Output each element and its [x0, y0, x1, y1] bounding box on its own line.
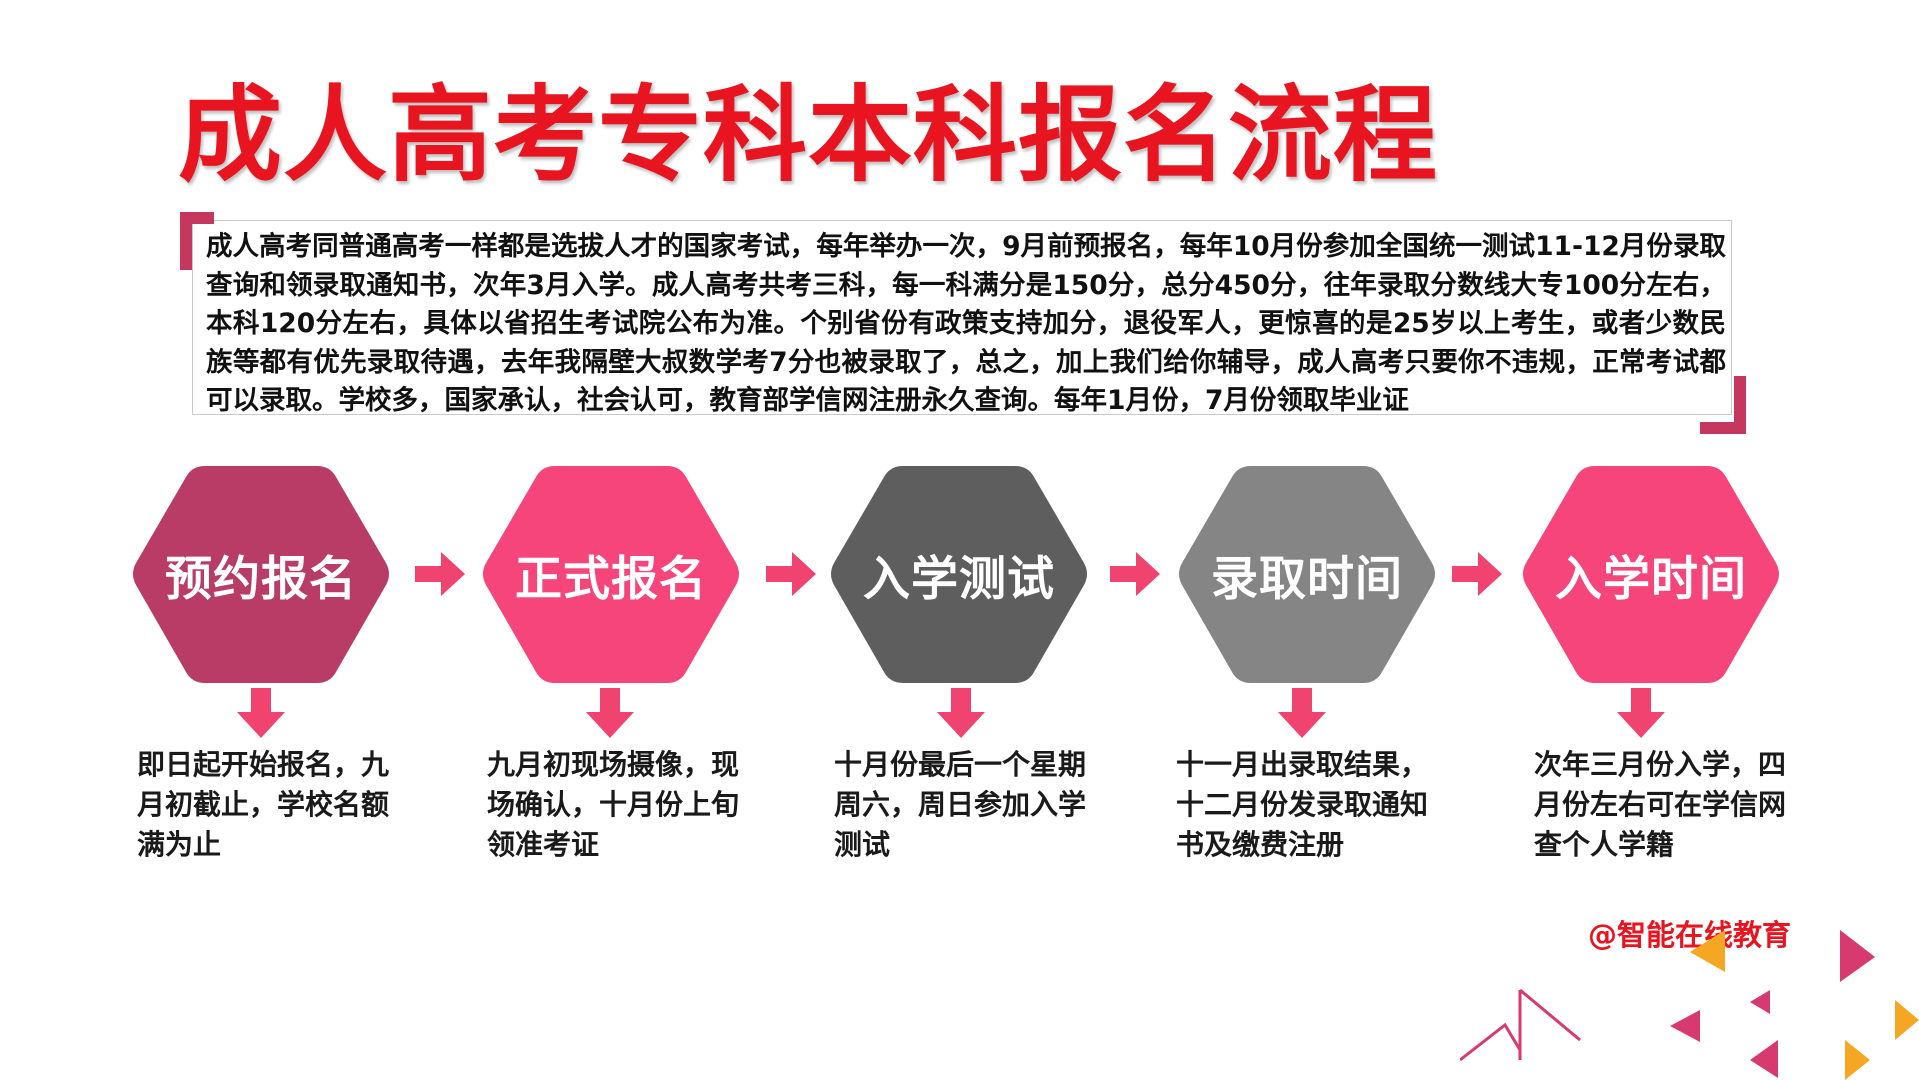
step-description: 次年三月份入学，四月份左右可在学信网查个人学籍 [1534, 748, 1787, 861]
arrow-down-icon [586, 688, 634, 738]
step-label: 预约报名 [165, 552, 357, 607]
corner-bracket-top-left [180, 212, 214, 270]
step-label: 正式报名 [515, 552, 707, 607]
hexagon-shape [1523, 466, 1779, 683]
step-1: 预约报名 [130, 462, 392, 687]
step-5: 入学时间 [1520, 462, 1782, 687]
arrow-down-icon [1617, 688, 1665, 738]
watermark: @智能在线教育 [1588, 918, 1792, 952]
page-title: 成人高考专科本科报名流程 [178, 74, 1439, 196]
arrow-down-icon [1278, 688, 1326, 738]
hexagon-shape [483, 466, 739, 683]
arrow-right-icon [1110, 552, 1160, 596]
hexagon-shape [831, 466, 1087, 683]
arrow-down-icon [937, 688, 985, 738]
arrow-right-icon [415, 552, 465, 596]
step-description: 十月份最后一个星期周六，周日参加入学测试 [834, 748, 1087, 861]
step-4: 录取时间 [1176, 462, 1438, 687]
step-description: 即日起开始报名，九月初截止，学校名额满为止 [137, 748, 390, 861]
step-2: 正式报名 [480, 462, 742, 687]
step-label: 入学测试 [863, 552, 1055, 607]
step-3: 入学测试 [828, 462, 1090, 687]
arrow-right-icon [1452, 552, 1502, 596]
intro-text: 成人高考同普通高考一样都是选拔人才的国家考试，每年举办一次，9月前预报名，每年1… [206, 231, 1726, 416]
arrow-right-icon [766, 552, 816, 596]
hexagon-shape [1179, 466, 1435, 683]
step-label: 入学时间 [1555, 552, 1747, 607]
step-description: 九月初现场摄像，现场确认，十月份上旬领准考证 [487, 748, 740, 861]
step-label: 录取时间 [1211, 552, 1403, 607]
arrow-down-icon [237, 688, 285, 738]
decorative-triangles [1460, 930, 1919, 1080]
step-description: 十一月出录取结果，十二月份发录取通知书及缴费注册 [1176, 748, 1429, 861]
intro-box [192, 220, 1732, 415]
hexagon-shape [133, 466, 389, 683]
corner-bracket-bottom-right [1700, 376, 1746, 434]
